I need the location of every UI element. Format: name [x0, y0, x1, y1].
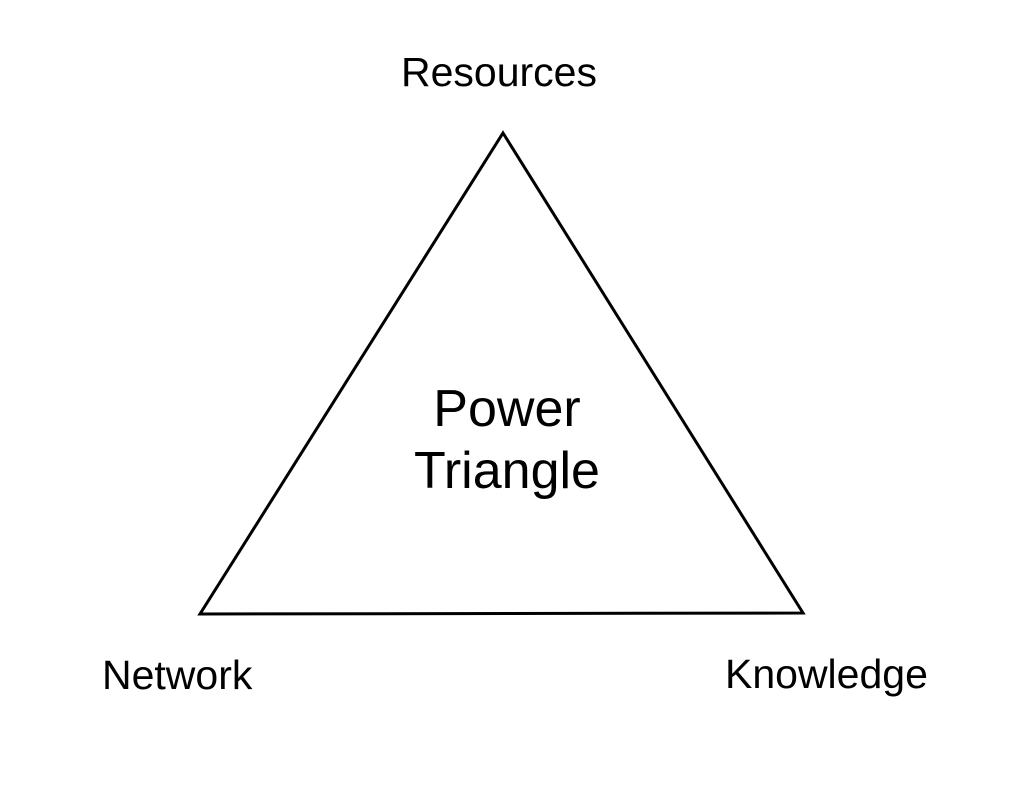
vertex-label-knowledge: Knowledge: [725, 651, 928, 697]
triangle-outline: [197, 130, 806, 616]
center-label-power-triangle: Power Triangle: [414, 380, 600, 500]
vertex-label-resources: Resources: [401, 49, 597, 95]
vertex-label-network: Network: [102, 652, 253, 698]
